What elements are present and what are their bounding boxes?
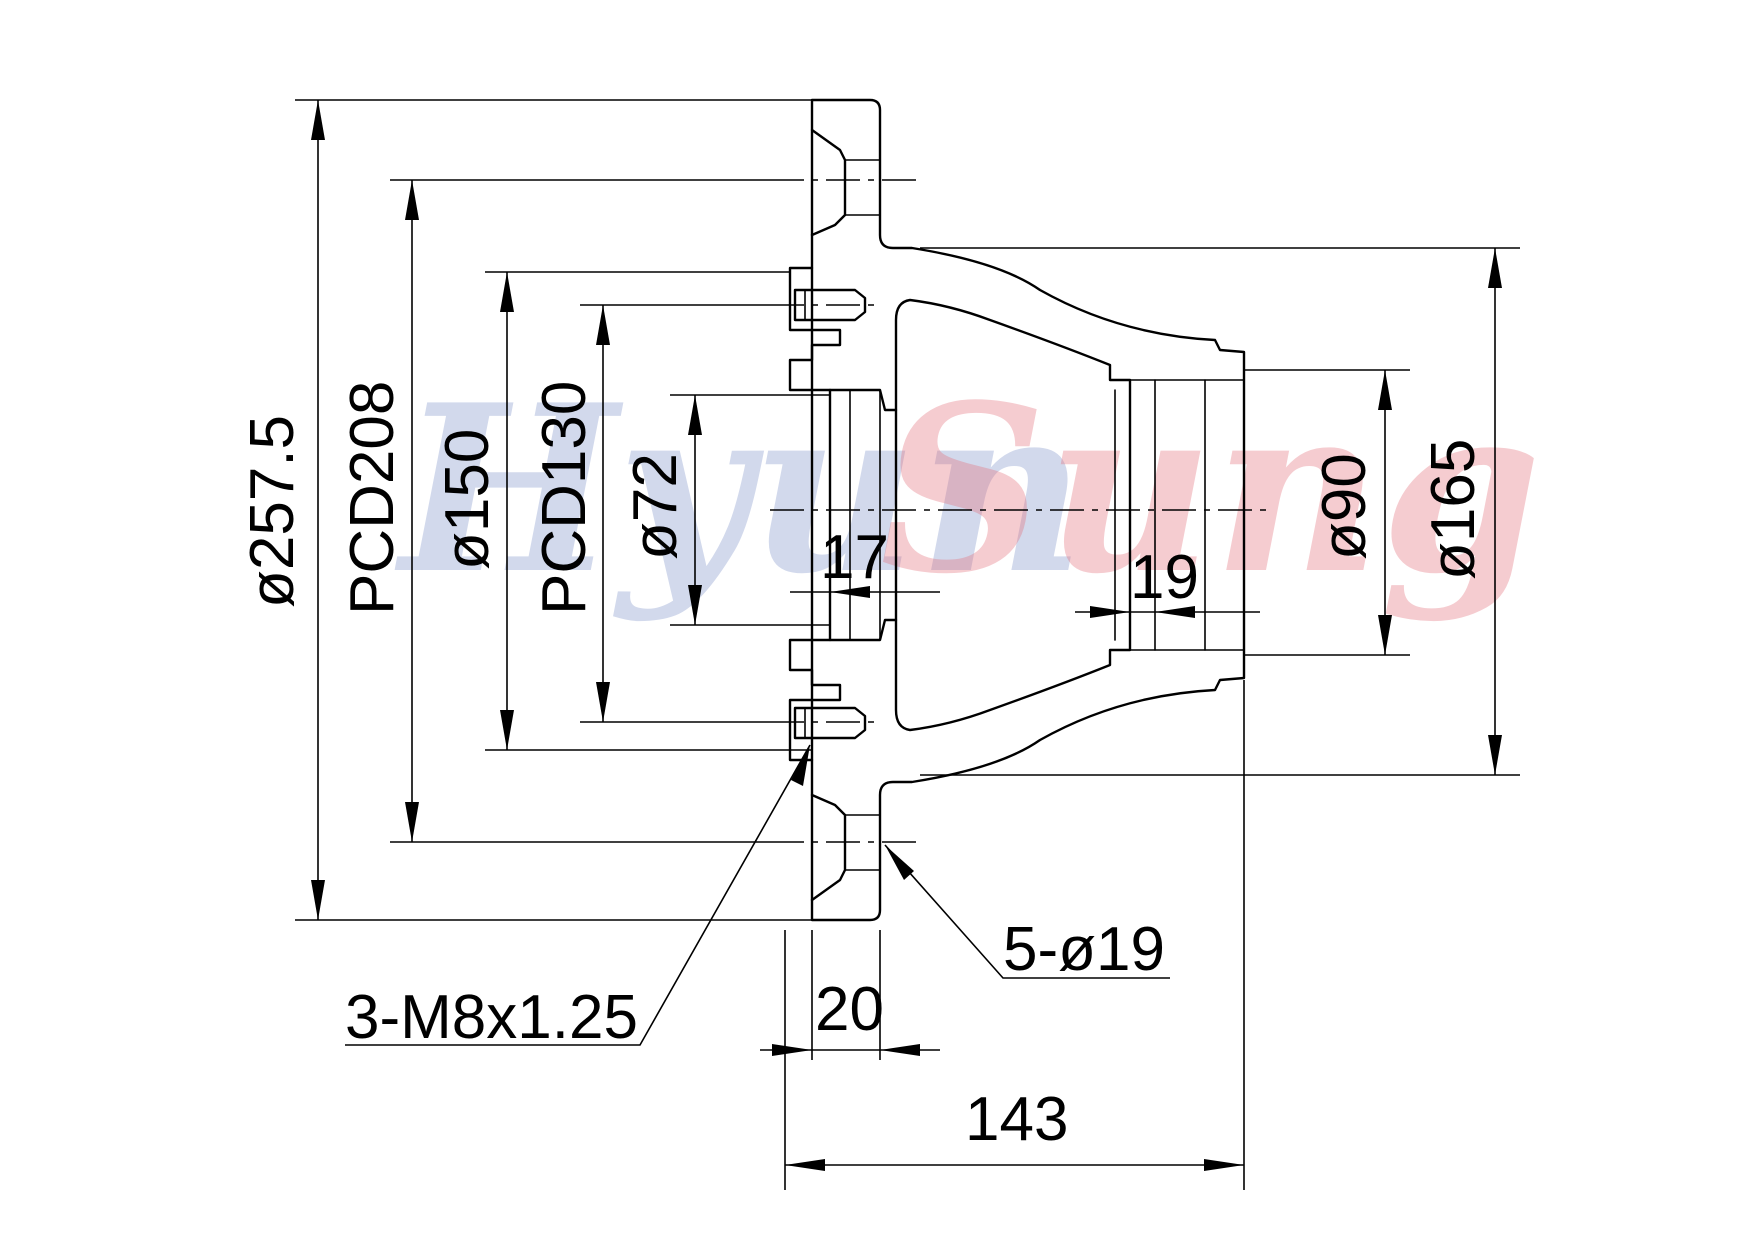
dim-bolt-holes: 5-ø19 — [1003, 915, 1165, 984]
watermark-sung: Sung — [880, 355, 1541, 625]
dim-bore-diameter: ø72 — [621, 453, 690, 560]
dim-flange-thickness: 20 — [815, 975, 884, 1044]
dim-overall-length: 143 — [965, 1085, 1068, 1154]
extension-lines — [295, 99, 1520, 1190]
dim-width-19: 19 — [1130, 543, 1199, 612]
dim-pilot-diameter: ø150 — [433, 429, 502, 570]
center-lines — [770, 179, 1270, 843]
dimension-labels: ø257.5 PCD208 ø150 PCD130 ø72 17 19 ø90 … — [238, 381, 1488, 1154]
dim-seat-diameter: ø90 — [1310, 453, 1379, 560]
dimension-lines — [311, 100, 1502, 1171]
dim-width-17: 17 — [820, 523, 889, 592]
dim-threaded-holes: 3-M8x1.25 — [345, 983, 638, 1052]
hub-outline — [788, 98, 1246, 922]
dim-hub-diameter: ø165 — [1419, 439, 1488, 580]
dim-pcd-bolt: PCD208 — [338, 381, 407, 615]
dim-outer-diameter: ø257.5 — [238, 415, 307, 608]
watermark-hyun: Hyun — [394, 355, 1085, 625]
dim-pcd-thread: PCD130 — [530, 381, 599, 615]
